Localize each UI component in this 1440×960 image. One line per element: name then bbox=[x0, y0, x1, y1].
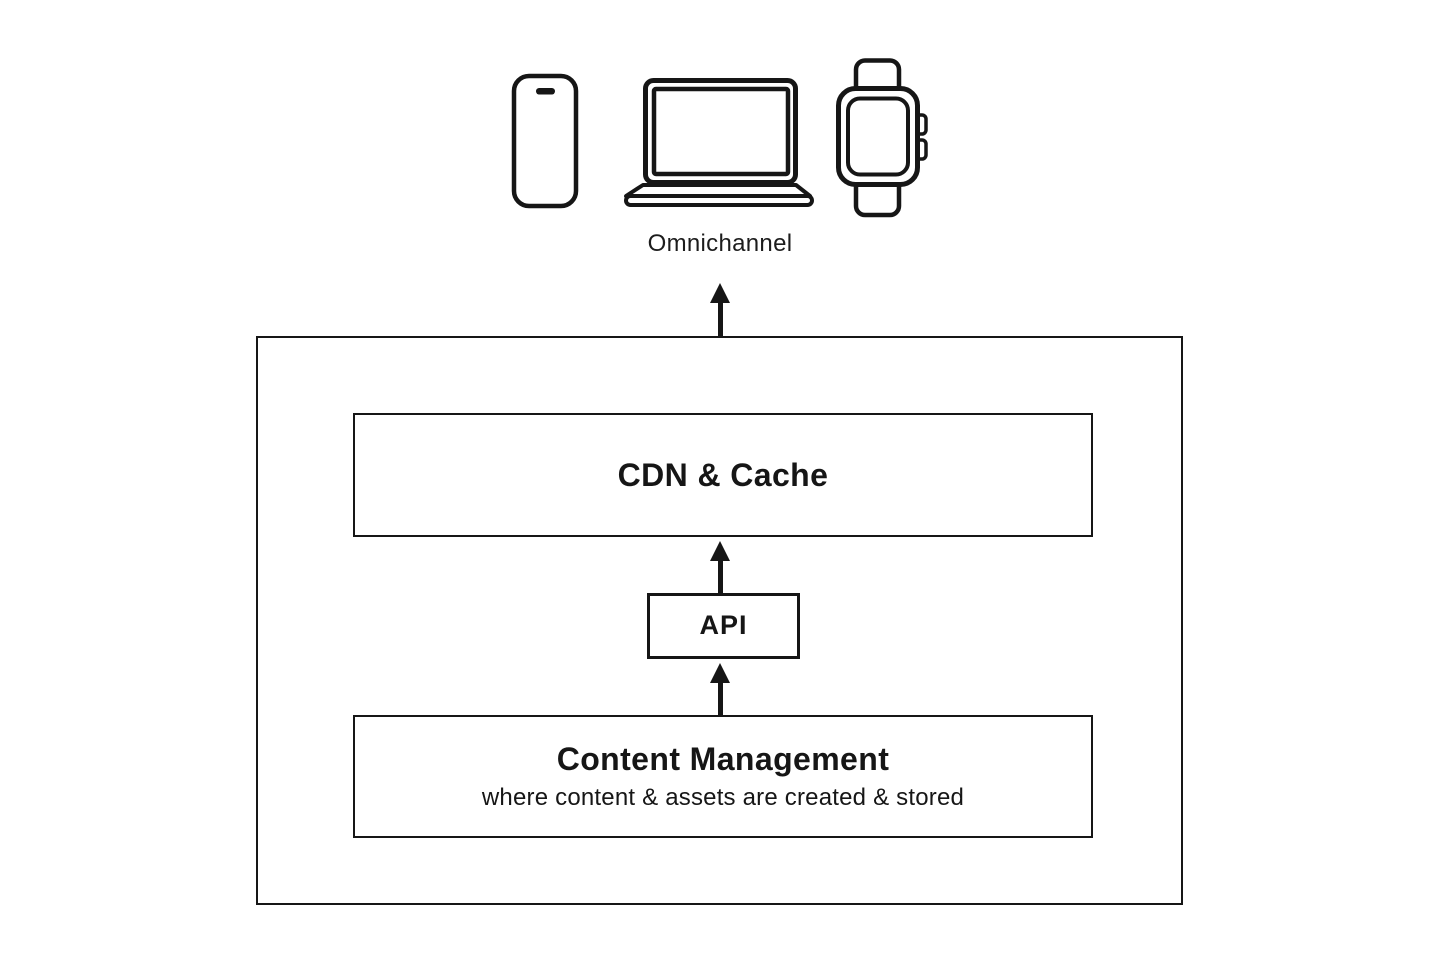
smartphone-icon bbox=[511, 73, 579, 209]
content-management-subtitle: where content & assets are created & sto… bbox=[481, 784, 965, 812]
omnichannel-label: Omnichannel bbox=[647, 230, 793, 257]
cdn-cache-label: CDN & Cache bbox=[617, 456, 829, 493]
laptop-icon bbox=[624, 78, 814, 207]
content-management-box: Content Management where content & asset… bbox=[353, 715, 1093, 838]
api-label: API bbox=[699, 610, 748, 641]
arrow-head-icon bbox=[710, 283, 730, 303]
arrow-shaft bbox=[717, 681, 723, 715]
arrow-cms-to-api bbox=[708, 663, 732, 715]
arrow-head-icon bbox=[710, 663, 730, 683]
content-management-title: Content Management bbox=[556, 740, 890, 777]
smartwatch-icon bbox=[836, 58, 928, 218]
cdn-cache-box: CDN & Cache bbox=[353, 413, 1093, 537]
arrow-api-to-cdn bbox=[708, 541, 732, 593]
api-box: API bbox=[647, 593, 800, 659]
arrow-shaft bbox=[717, 559, 723, 593]
arrow-head-icon bbox=[710, 541, 730, 561]
